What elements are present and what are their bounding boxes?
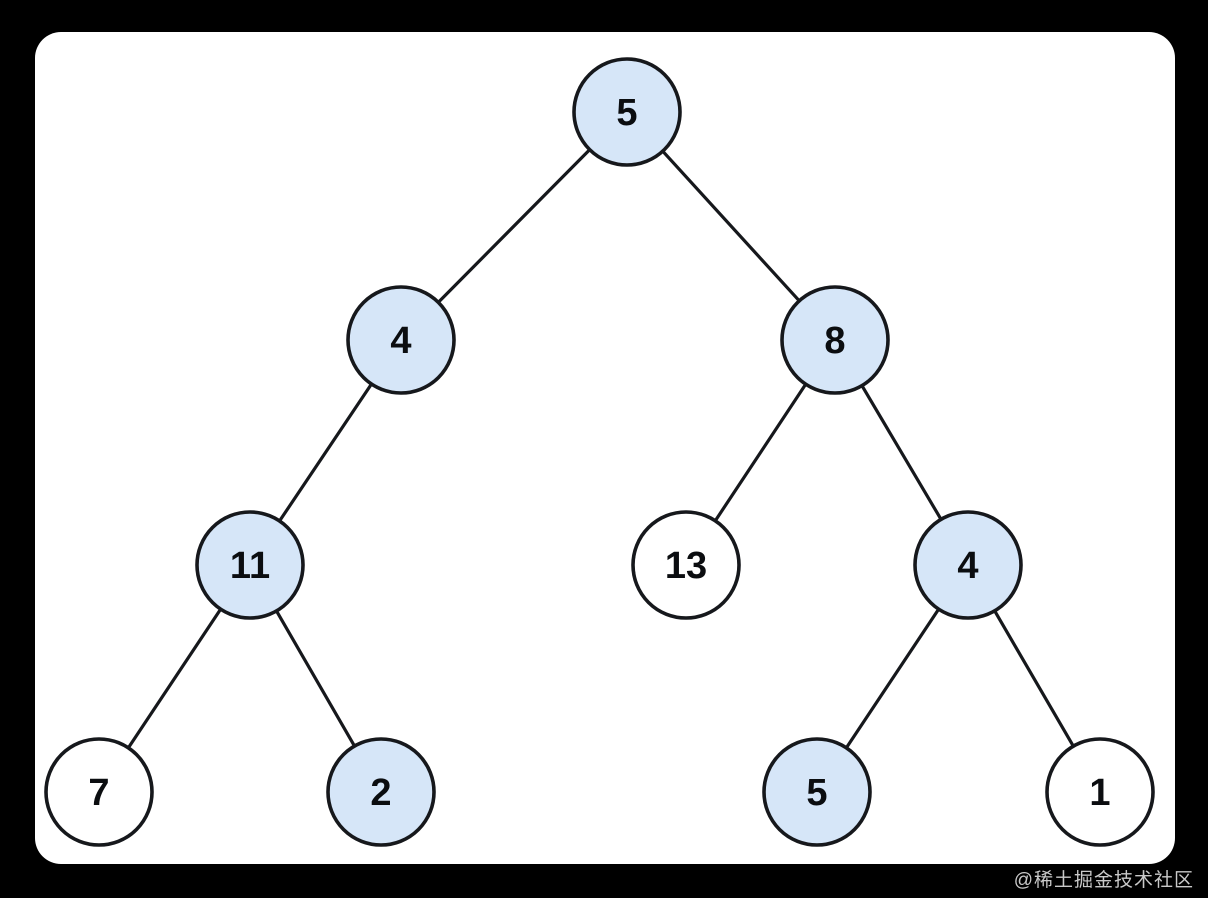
tree-node-label: 5 <box>616 92 637 134</box>
tree-node[interactable]: 8 <box>780 285 890 395</box>
tree-node[interactable]: 2 <box>326 737 436 847</box>
tree-node[interactable]: 11 <box>195 510 305 620</box>
tree-node[interactable]: 7 <box>44 737 154 847</box>
tree-node-label: 7 <box>88 772 109 814</box>
tree-edge <box>273 607 358 750</box>
tree-edge <box>125 605 224 752</box>
tree-node-circle <box>326 737 436 847</box>
tree-node-circle <box>346 285 456 395</box>
tree-node[interactable]: 4 <box>913 510 1023 620</box>
tree-node-circle <box>780 285 890 395</box>
tree-nodes: 5 4 8 11 13 4 7 2 5 1 <box>44 57 1155 847</box>
tree-edge <box>859 382 944 523</box>
tree-node-label: 4 <box>390 320 411 362</box>
watermark-text: @稀土掘金技术社区 <box>1013 870 1194 891</box>
tree-node-label: 2 <box>370 772 391 814</box>
tree-node[interactable]: 1 <box>1045 737 1155 847</box>
tree-node[interactable]: 13 <box>631 510 741 620</box>
tree-node[interactable]: 4 <box>346 285 456 395</box>
tree-edge <box>276 380 375 525</box>
tree-node-label: 11 <box>230 545 270 587</box>
tree-node-label: 13 <box>665 545 707 587</box>
tree-node[interactable]: 5 <box>572 57 682 167</box>
tree-node-circle <box>631 510 741 620</box>
tree-edge <box>712 380 809 525</box>
tree-node-circle <box>195 510 305 620</box>
tree-node-label: 4 <box>957 545 978 587</box>
tree-edge <box>843 605 942 752</box>
tree-edge <box>992 607 1076 750</box>
tree-node-label: 8 <box>824 320 845 362</box>
diagram-card <box>35 32 1175 864</box>
tree-node-label: 1 <box>1089 772 1110 814</box>
tree-node-circle <box>1045 737 1155 847</box>
tree-edge <box>659 148 803 304</box>
tree-edge <box>435 146 593 306</box>
tree-node-circle <box>572 57 682 167</box>
tree-node-label: 5 <box>806 772 827 814</box>
tree-edges <box>125 146 1076 752</box>
tree-node[interactable]: 5 <box>762 737 872 847</box>
tree-node-circle <box>913 510 1023 620</box>
tree-node-circle <box>762 737 872 847</box>
tree-node-circle <box>44 737 154 847</box>
